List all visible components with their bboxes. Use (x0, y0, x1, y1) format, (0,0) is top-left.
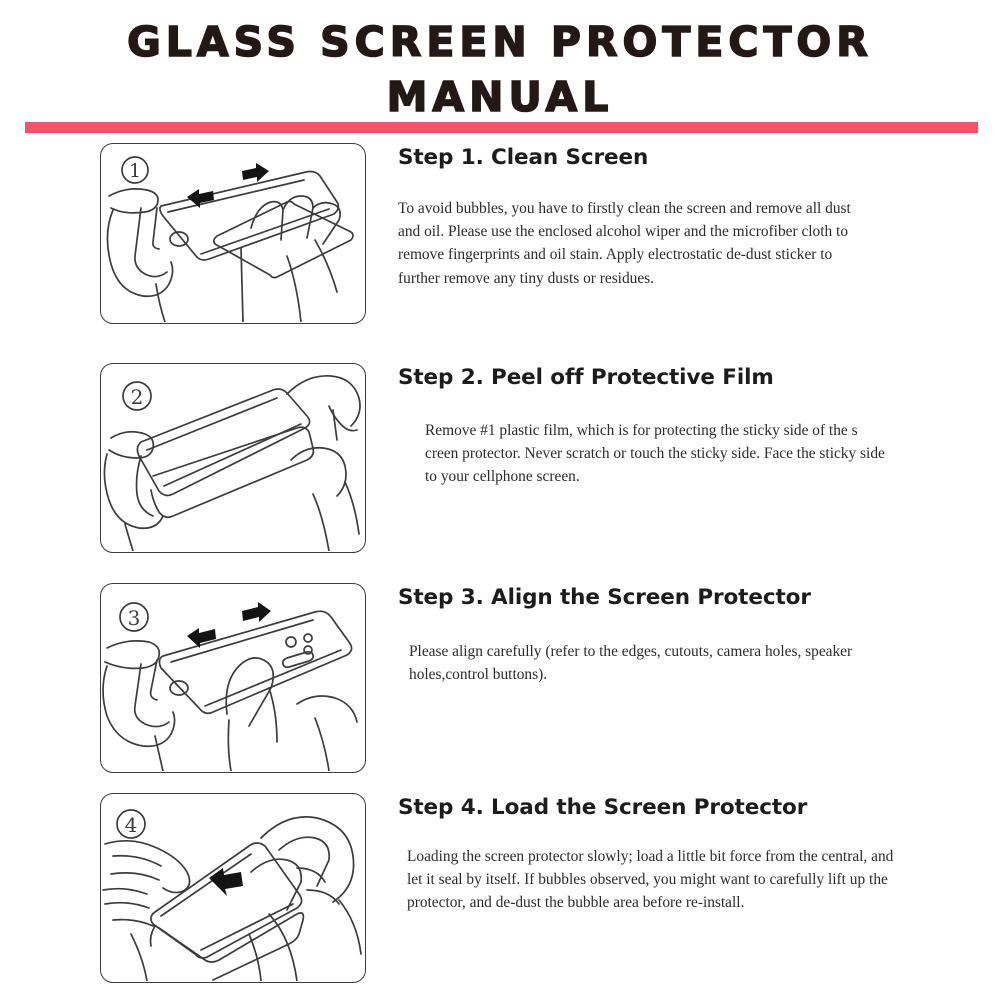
step-body-2: Remove #1 plastic film, which is for pro… (425, 421, 885, 486)
step-badge-number-3: 3 (128, 606, 141, 630)
camera-hole-icon-1 (285, 636, 297, 648)
step-badge-number-2: 2 (131, 385, 144, 409)
illustration-panel-1: 1 (100, 143, 366, 324)
peel-film-illustration: 2 (103, 374, 361, 551)
illustration-panel-2: 2 (100, 363, 366, 553)
speaker-slot-icon (281, 650, 315, 669)
step-text-3: Step 3. Align the Screen Protector Pleas… (398, 583, 898, 686)
step-text-1: Step 1. Clean Screen To avoid bubbles, y… (398, 143, 898, 290)
step-row-3: 3 (0, 583, 1000, 773)
step-text-2: Step 2. Peel off Protective Film Remove … (398, 363, 898, 489)
step-body-3: Please align carefully (refer to the edg… (409, 642, 853, 684)
step-badge-circle-1 (121, 156, 149, 184)
step-heading-4: Step 4. Load the Screen Protector (398, 795, 808, 820)
step-row-2: 2 (0, 363, 1000, 553)
step-row-1: 1 (0, 143, 1000, 324)
step-heading-1: Step 1. Clean Screen (398, 145, 649, 170)
step-badge-number-1: 1 (129, 160, 141, 182)
arrow-right-icon-1 (242, 163, 269, 182)
camera-hole-icon-3 (303, 645, 313, 655)
illustration-panel-4: 4 (100, 793, 366, 983)
arrow-left-icon-1 (187, 189, 214, 208)
arrow-right-icon-3 (242, 602, 271, 622)
step-row-4: 4 (0, 793, 1000, 983)
page-title-line-1: GLASS SCREEN PROTECTOR (126, 18, 873, 66)
step-heading-3: Step 3. Align the Screen Protector (398, 585, 811, 610)
step-badge-circle-2 (122, 381, 152, 411)
align-protector-illustration: 3 (102, 602, 358, 771)
accent-divider-bar (25, 122, 978, 133)
illustration-panel-3: 3 (100, 583, 366, 773)
document-header: GLASS SCREEN PROTECTOR MANUAL (0, 0, 1000, 121)
camera-hole-icon-2 (303, 633, 313, 643)
page-title-line-2: MANUAL (386, 73, 614, 121)
step-badge-circle-3 (119, 602, 149, 632)
arrow-left-icon-3 (187, 628, 216, 648)
step-text-4: Step 4. Load the Screen Protector Loadin… (398, 793, 898, 915)
step-badge-circle-4 (116, 809, 146, 839)
step-badge-number-4: 4 (125, 813, 138, 837)
step-heading-2: Step 2. Peel off Protective Film (398, 365, 774, 390)
arrow-left-icon-4 (209, 868, 243, 896)
load-protector-illustration: 4 (102, 809, 362, 981)
step-body-1: To avoid bubbles, you have to firstly cl… (398, 199, 851, 287)
clean-screen-illustration: 1 (106, 156, 354, 322)
step-body-4: Loading the screen protector slowly; loa… (407, 847, 894, 912)
